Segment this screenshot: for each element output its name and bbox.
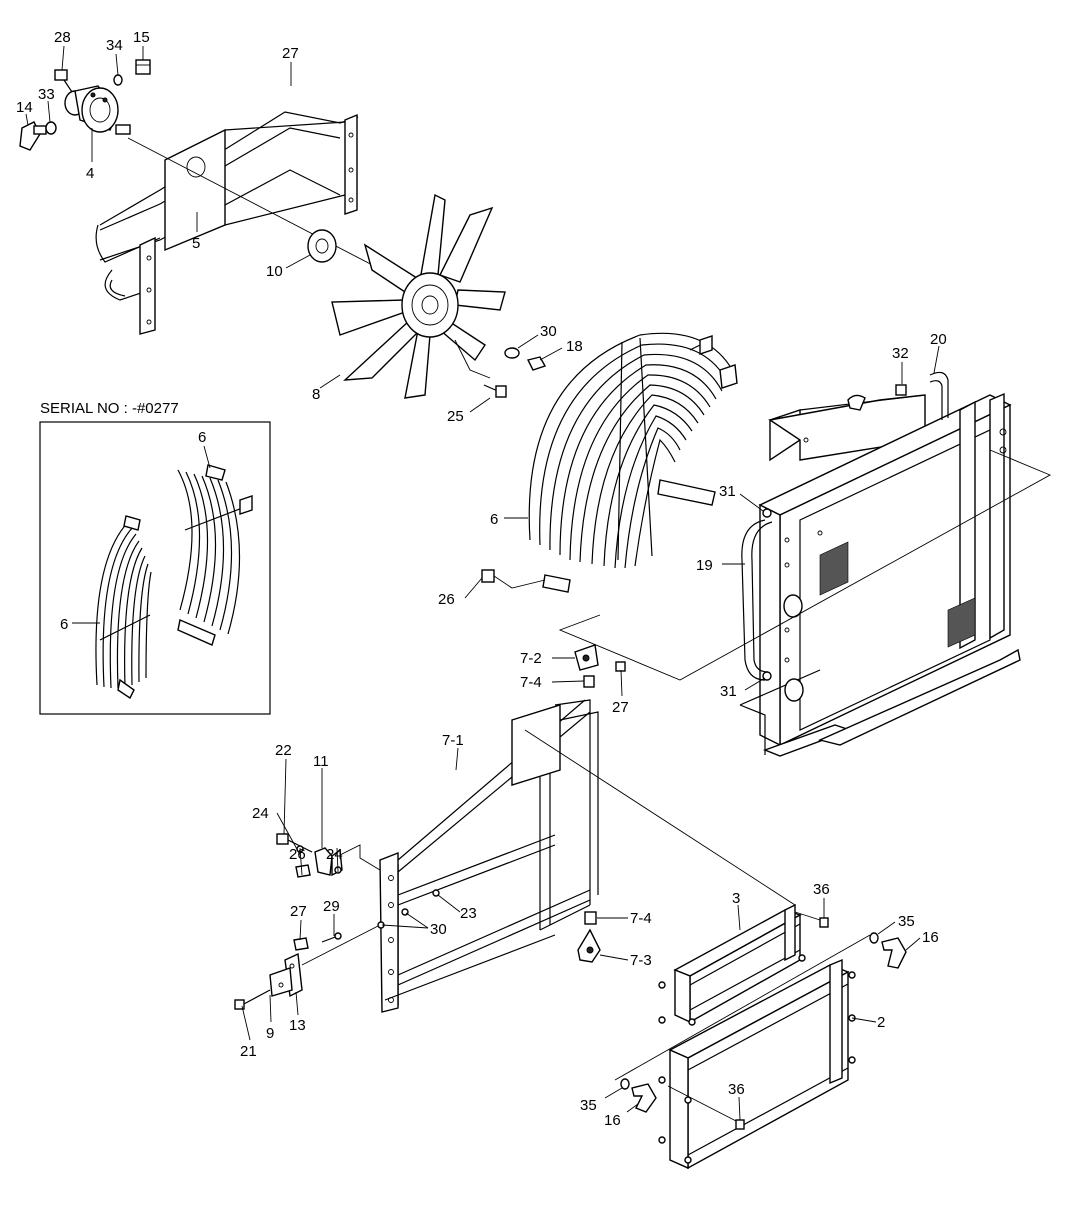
callout-31: 31 — [719, 483, 736, 500]
callout-3: 3 — [732, 890, 740, 907]
radiator-core — [658, 958, 856, 1170]
bracket-11 — [314, 844, 381, 877]
rubber-7-4-upper — [583, 675, 595, 688]
cooling-fan — [331, 193, 506, 399]
callout-27: 27 — [282, 45, 299, 62]
callout-16-lower: 16 — [604, 1112, 621, 1129]
nut-26 — [295, 864, 311, 878]
callout-10: 10 — [266, 263, 283, 280]
callout-6-inset-right: 6 — [198, 429, 206, 446]
callout-14: 14 — [16, 99, 33, 116]
callout-26: 26 — [438, 591, 455, 608]
inset-title: SERIAL NO : -#0277 — [40, 400, 179, 417]
callout-36: 36 — [813, 881, 830, 898]
callout-28: 28 — [54, 29, 71, 46]
mount-7-2 — [574, 644, 599, 671]
callout-labels: 28 34 15 14 33 4 27 5 10 30 18 8 25 32 2… — [16, 29, 947, 1129]
mount-7-3 — [577, 928, 601, 963]
callout-31-lower: 31 — [720, 683, 737, 700]
bolt-29 — [321, 932, 342, 943]
bracket-13 — [269, 924, 381, 998]
fan-bracket — [95, 111, 359, 335]
bolt-21 — [234, 989, 271, 1010]
clamp-32 — [895, 384, 907, 396]
callout-30-frame: 30 — [430, 921, 447, 938]
callout-9: 9 — [266, 1025, 274, 1042]
callout-30: 30 — [540, 323, 557, 340]
callout-24: 24 — [252, 805, 269, 822]
leader-lines — [25, 45, 940, 1121]
callout-5: 5 — [192, 235, 200, 252]
callout-21: 21 — [240, 1043, 257, 1060]
o-ring-33 — [45, 121, 57, 135]
coolant-hose-19 — [741, 519, 773, 681]
o-ring-34 — [113, 74, 123, 86]
serial-inset — [39, 421, 271, 715]
callout-29: 29 — [323, 898, 340, 915]
elbow-16-upper — [881, 937, 907, 969]
callout-35: 35 — [898, 913, 915, 930]
callout-22: 22 — [275, 742, 292, 759]
o-ring-35-upper — [869, 932, 879, 944]
callout-33: 33 — [38, 86, 55, 103]
callout-6-inset-left: 6 — [60, 616, 68, 633]
shroud-frame — [379, 699, 599, 1013]
callout-34: 34 — [106, 37, 123, 54]
frame-reference-line — [558, 449, 1052, 681]
callout-20: 20 — [930, 331, 947, 348]
callout-35-lower: 35 — [580, 1097, 597, 1114]
callout-25: 25 — [447, 408, 464, 425]
callout-27-bracket: 27 — [290, 903, 307, 920]
callout-15: 15 — [133, 29, 150, 46]
callout-4: 4 — [86, 165, 94, 182]
callout-18: 18 — [566, 338, 583, 355]
cooler-connection-line — [614, 934, 871, 1081]
callout-16: 16 — [922, 929, 939, 946]
callout-7-2: 7-2 — [520, 650, 542, 667]
fan-motor — [64, 85, 131, 135]
radiator-frame — [739, 392, 1021, 757]
callout-7-4-lower: 7-4 — [630, 910, 652, 927]
adapter-15 — [135, 59, 151, 75]
callout-11: 11 — [313, 753, 329, 770]
callout-27-mount: 27 — [612, 699, 629, 716]
fan-hub-adapter — [307, 229, 337, 263]
callout-7-3: 7-3 — [630, 952, 652, 969]
overflow-pipe-20 — [929, 371, 949, 420]
callout-26-bracket: 26 — [289, 846, 306, 863]
callout-36-lower: 36 — [728, 1081, 745, 1098]
callout-6: 6 — [490, 511, 498, 528]
o-ring-35-lower — [620, 1078, 630, 1090]
callout-32: 32 — [892, 345, 909, 362]
bolt-25 — [454, 339, 507, 398]
callout-2: 2 — [877, 1014, 885, 1031]
callout-8: 8 — [312, 386, 320, 403]
bolt-26 — [481, 569, 546, 589]
callout-23: 23 — [460, 905, 477, 922]
elbow-16-lower — [631, 1083, 657, 1113]
callout-7-4: 7-4 — [520, 674, 542, 691]
nut-18 — [526, 356, 547, 371]
callout-7-1: 7-1 — [442, 732, 464, 749]
bolt-28 — [54, 69, 73, 93]
hose-fitting-14 — [19, 121, 47, 151]
oil-cooler — [658, 903, 806, 1026]
callout-19: 19 — [696, 557, 713, 574]
washer-30 — [504, 347, 520, 359]
bolt-27-mount — [615, 661, 626, 672]
callout-13: 13 — [289, 1017, 306, 1034]
clamp-31-upper — [762, 508, 772, 518]
fan-guard — [528, 332, 738, 593]
rubber-7-4-lower — [584, 911, 597, 925]
callout-24-right: 24 — [326, 846, 343, 863]
frame-to-cooler-line — [524, 729, 796, 906]
nut-23 — [432, 889, 440, 897]
bolt-27-bracket — [293, 937, 309, 951]
